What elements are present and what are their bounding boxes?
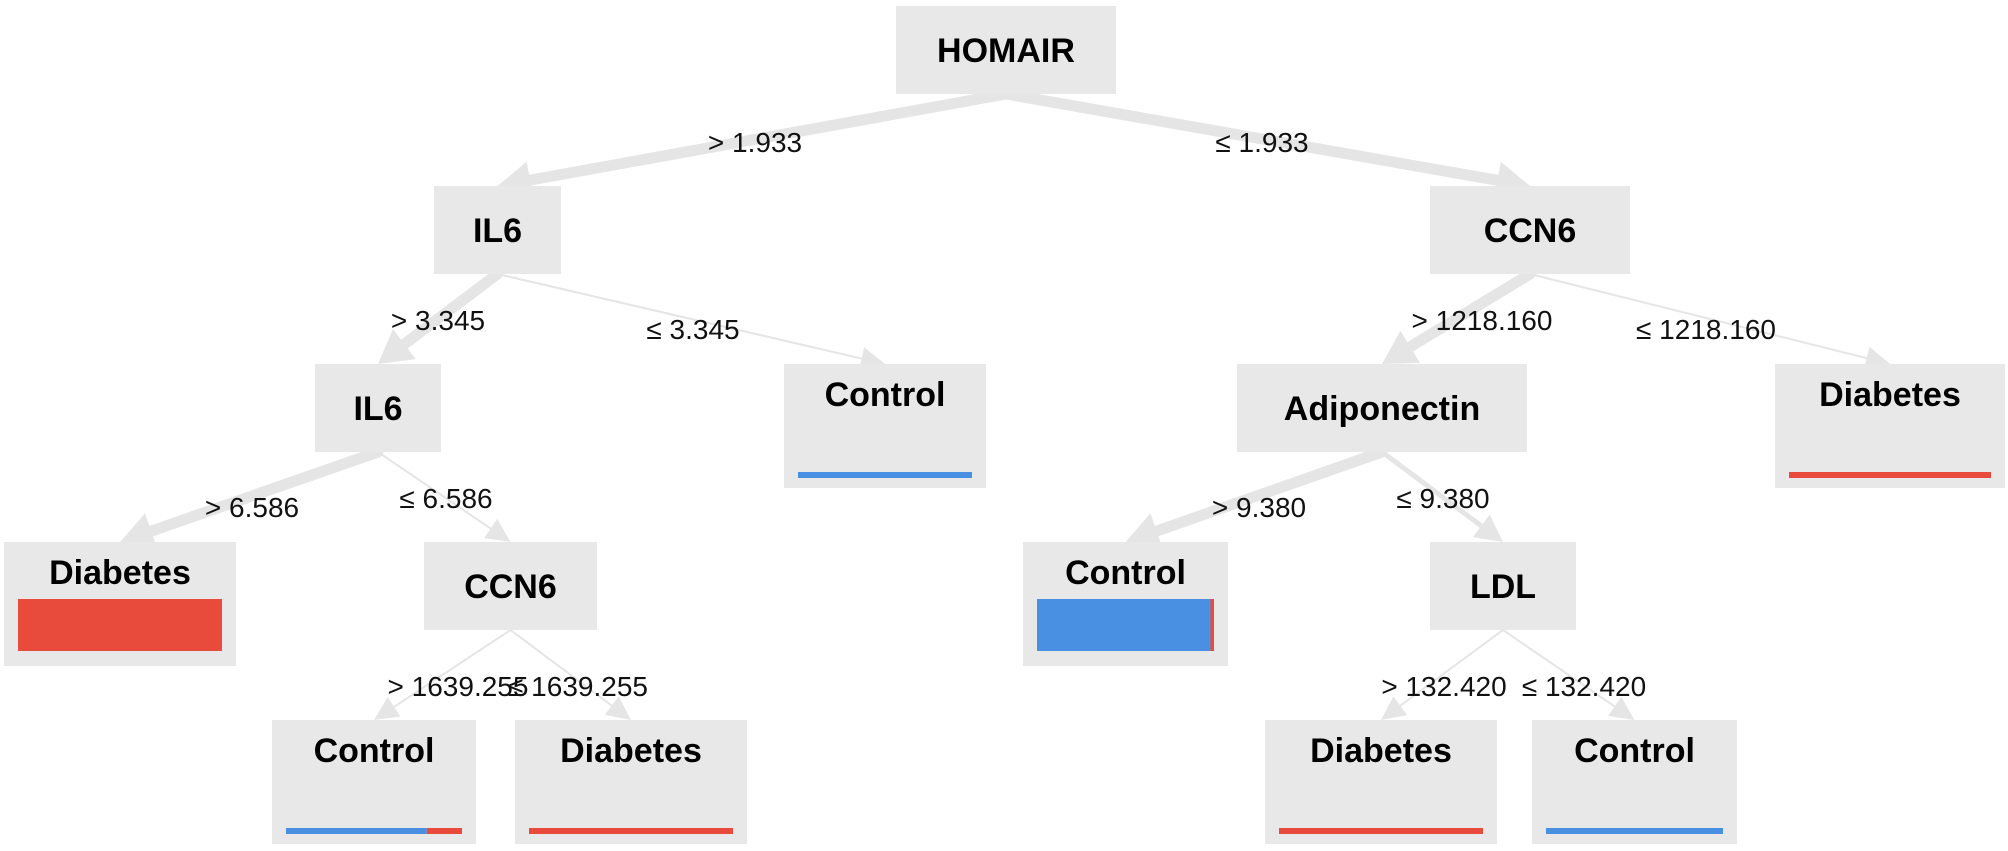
node-box [515,720,747,844]
leaf-node-control-4: Control [1532,720,1737,844]
edge-labels-layer: > 1.933 ≤ 1.933 > 3.345 ≤ 3.345 > 1218.160 ≤ … [205,127,1776,702]
edge-label: ≤ 1.933 [1215,127,1308,158]
edge-homair-to-il6-a [524,88,1012,186]
edge-label: > 3.345 [391,305,485,336]
edge-il6-a-to-control-1 [496,273,863,360]
leaf-class-label: Control [1574,732,1695,770]
leaf-node-control-3: Control [272,720,476,844]
edge-arrowhead [1125,513,1163,549]
node-box [1237,364,1527,452]
node-box [896,6,1116,94]
split-node-homair: HOMAIR [896,6,1116,94]
leaf-node-diabetes-1: Diabetes [1775,364,2005,488]
edge-arrowhead [1863,346,1890,370]
leaf-class-label: Diabetes [1310,732,1452,770]
node-box [1430,186,1630,274]
node-box [424,542,597,630]
edge-il6-a-to-il6-b [398,268,503,350]
edge-label: ≤ 9.380 [1396,483,1489,514]
leaf-class-label: Diabetes [49,554,191,592]
class-distribution-bar-diabetes [1279,828,1483,834]
edge-arrowhead [484,518,511,542]
edge-arrowhead [604,696,631,720]
split-feature-label: Adiponectin [1284,390,1480,428]
split-node-ccn6-a: CCN6 [1430,186,1630,274]
class-distribution-bar-diabetes [18,599,222,651]
class-distribution-bar-control [1037,599,1211,651]
node-box [1430,542,1576,630]
leaf-class-label: Control [314,732,435,770]
edge-arrowhead [1472,514,1503,542]
edge-label: > 1639.255 [388,671,529,702]
leaf-node-control-1: Control [784,364,986,488]
edge-arrowhead [120,513,158,549]
split-node-ldl: LDL [1430,542,1576,630]
edge-arrowhead [378,329,416,364]
edge-label: > 6.586 [205,492,299,523]
split-feature-label: CCN6 [1484,212,1577,250]
edge-homair-to-ccn6-a [1000,88,1503,186]
edge-arrowhead [1608,696,1635,720]
class-distribution-bar-diabetes [426,828,462,834]
edge-label: ≤ 6.586 [399,483,492,514]
node-box [272,720,476,844]
leaf-class-label: Diabetes [560,732,702,770]
split-node-adiponectin: Adiponectin [1237,364,1527,452]
edge-ccn6-b-to-diabetes-3 [509,629,613,707]
leaf-node-diabetes-3: Diabetes [515,720,747,844]
split-feature-label: IL6 [473,212,522,250]
edge-label: ≤ 132.420 [1522,671,1646,702]
edge-ccn6-b-to-control-3 [393,629,512,708]
edge-arrowhead [374,697,401,720]
leaf-node-diabetes-2: Diabetes [4,542,236,666]
node-box [1775,364,2005,488]
edge-il6-b-to-ccn6-b [377,451,492,530]
edge-label: > 132.420 [1381,671,1506,702]
split-feature-label: LDL [1470,568,1536,606]
class-distribution-bar-control [286,828,427,834]
edge-label: > 1218.160 [1412,305,1553,336]
node-box [784,364,986,488]
node-box [434,186,561,274]
leaf-class-label: Control [1065,554,1186,592]
node-box [315,364,441,452]
edge-label: ≤ 1218.160 [1636,314,1776,345]
class-distribution-bar-diabetes [1210,599,1214,651]
node-box [1265,720,1497,844]
edge-adiponectin-to-ldl [1379,449,1484,529]
split-node-il6-a: IL6 [434,186,561,274]
edge-adiponectin-to-control-2 [1151,446,1388,537]
class-distribution-bar-control [1546,828,1723,834]
leaf-node-diabetes-4: Diabetes [1265,720,1497,844]
edge-ldl-to-diabetes-4 [1399,629,1504,707]
leaf-node-control-2: Control [1023,542,1228,666]
edge-ccn6-a-to-adiponectin [1404,268,1536,353]
class-distribution-bar-diabetes [1789,472,1991,478]
leaf-class-label: Diabetes [1819,376,1961,414]
class-distribution-bar-diabetes [529,828,733,834]
split-feature-label: IL6 [353,390,402,428]
edge-label: ≤ 3.345 [646,314,739,345]
edge-label: > 1.933 [708,127,802,158]
edge-arrowhead [1381,696,1408,720]
split-node-ccn6-b: CCN6 [424,542,597,630]
edge-ccn6-a-to-diabetes-1 [1529,273,1868,360]
edge-label: > 9.380 [1212,492,1306,523]
split-feature-label: CCN6 [464,568,557,606]
split-feature-label: HOMAIR [937,32,1075,70]
edge-il6-b-to-diabetes-2 [145,446,384,537]
node-box [1532,720,1737,844]
split-node-il6-b: IL6 [315,364,441,452]
edge-label: ≤ 1639.255 [508,671,648,702]
edge-arrowhead [1382,330,1420,364]
edge-ldl-to-control-4 [1502,629,1616,708]
class-distribution-bar-control [798,472,972,478]
leaf-class-label: Control [825,376,946,414]
edges-layer [120,88,1890,720]
